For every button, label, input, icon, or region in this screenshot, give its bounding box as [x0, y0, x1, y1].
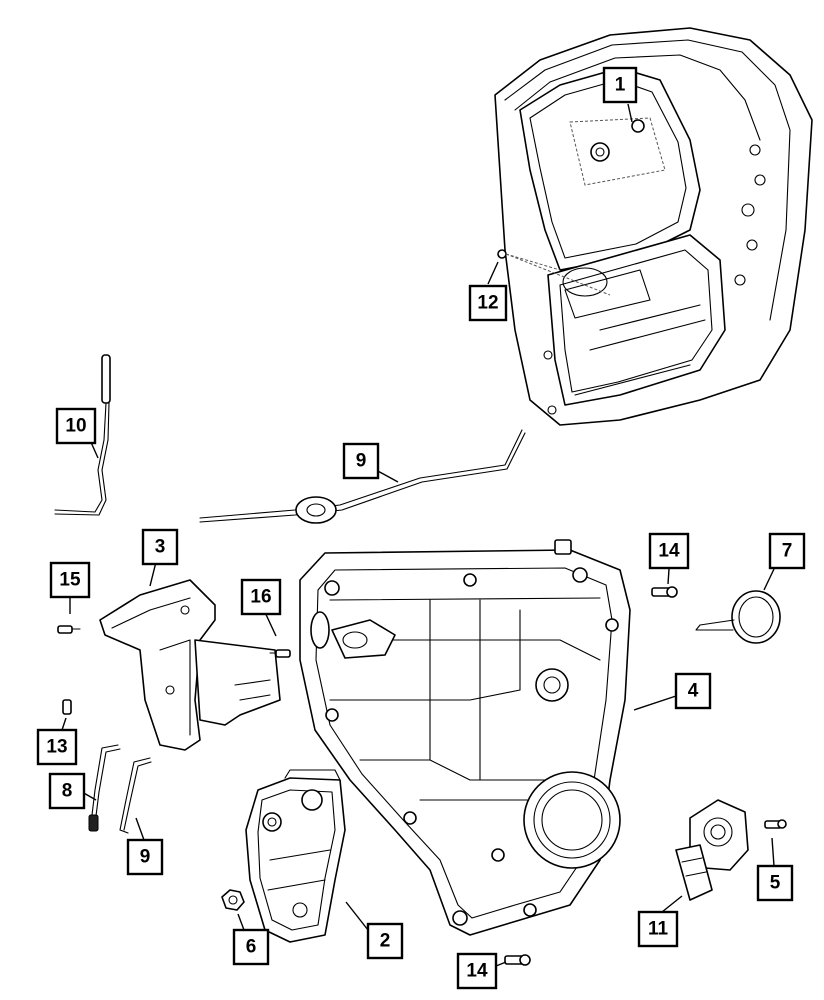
callout-8: 8	[48, 772, 86, 810]
svg-text:9: 9	[356, 451, 367, 472]
latch-rod-9-lower	[119, 757, 152, 834]
callout-13: 13	[36, 728, 78, 766]
screw-13	[62, 699, 72, 715]
svg-text:4: 4	[688, 681, 699, 702]
door-module-carrier-4	[299, 539, 631, 936]
door-latch-2	[245, 769, 346, 943]
callout-9-upper: 9	[342, 442, 380, 480]
callout-7: 7	[768, 532, 806, 570]
leader-lines	[59, 103, 775, 967]
callout-12: 12	[468, 284, 508, 322]
inside-handle-bracket-3	[99, 579, 281, 751]
screw-14-upper	[651, 586, 678, 598]
callout-5: 5	[756, 864, 794, 902]
callout-9-lower: 9	[126, 838, 164, 876]
svg-text:5: 5	[770, 873, 781, 894]
speaker-seal-7	[695, 590, 781, 644]
svg-text:13: 13	[46, 737, 67, 758]
callout-3: 3	[141, 528, 179, 566]
screw-16	[269, 649, 291, 658]
svg-text:6: 6	[246, 937, 257, 958]
nut-6	[221, 889, 245, 911]
svg-text:8: 8	[62, 781, 73, 802]
callout-2: 2	[366, 922, 404, 960]
screw-5	[764, 819, 787, 829]
svg-text:14: 14	[466, 961, 488, 982]
svg-text:11: 11	[648, 919, 669, 940]
latch-rod-8	[88, 744, 121, 832]
svg-text:3: 3	[155, 537, 166, 558]
svg-text:10: 10	[65, 416, 86, 437]
screw-15	[57, 625, 81, 634]
svg-text:7: 7	[782, 541, 793, 562]
callout-16: 16	[240, 578, 282, 616]
lock-cable-10	[54, 354, 111, 516]
screw-14-lower	[504, 954, 531, 966]
callout-15: 15	[49, 561, 91, 599]
latch-link-rod-9	[199, 429, 526, 524]
svg-text:16: 16	[250, 587, 271, 608]
callout-1: 1	[602, 66, 638, 104]
callout-6: 6	[232, 928, 270, 966]
svg-text:15: 15	[59, 570, 81, 591]
svg-text:2: 2	[380, 931, 391, 952]
callout-4: 4	[674, 672, 712, 710]
svg-text:14: 14	[658, 541, 680, 562]
svg-text:9: 9	[140, 847, 151, 868]
svg-text:1: 1	[615, 75, 626, 96]
callout-11: 11	[637, 910, 679, 948]
door-shell	[494, 27, 813, 426]
callout-14-lower: 14	[456, 952, 498, 990]
callout-10: 10	[55, 407, 97, 445]
window-motor-11	[675, 799, 749, 901]
callout-14-upper: 14	[648, 532, 690, 570]
svg-text:12: 12	[477, 293, 498, 314]
